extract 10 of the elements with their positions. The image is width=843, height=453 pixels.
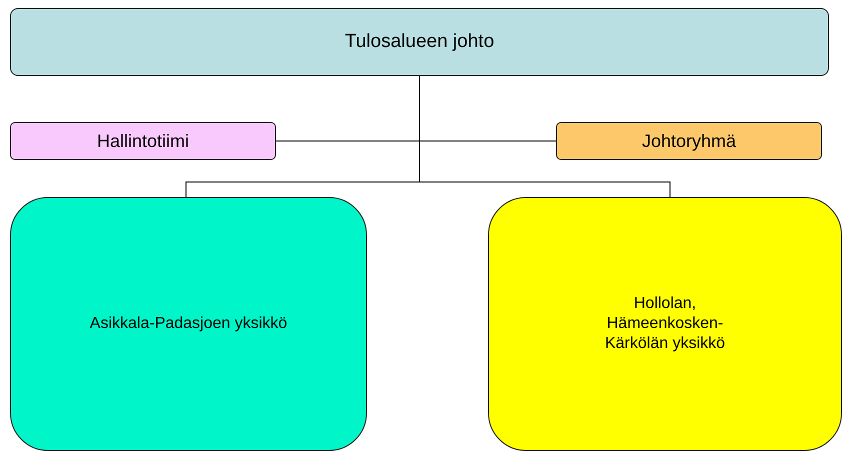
box-label: Asikkala-Padasjoen yksikkö	[90, 314, 288, 334]
box-label: Hollolan, Hämeenkosken-Kärkölän yksikkö	[604, 294, 726, 354]
org-box	[488, 197, 842, 451]
org-box	[556, 122, 822, 160]
box-label: Johtoryhmä	[642, 130, 736, 152]
box-label: Hallintotiimi	[96, 130, 190, 152]
box-label: Tulosalueen johto	[344, 30, 494, 54]
org-box	[10, 122, 276, 160]
org-box	[10, 197, 367, 451]
org-box	[10, 8, 829, 76]
